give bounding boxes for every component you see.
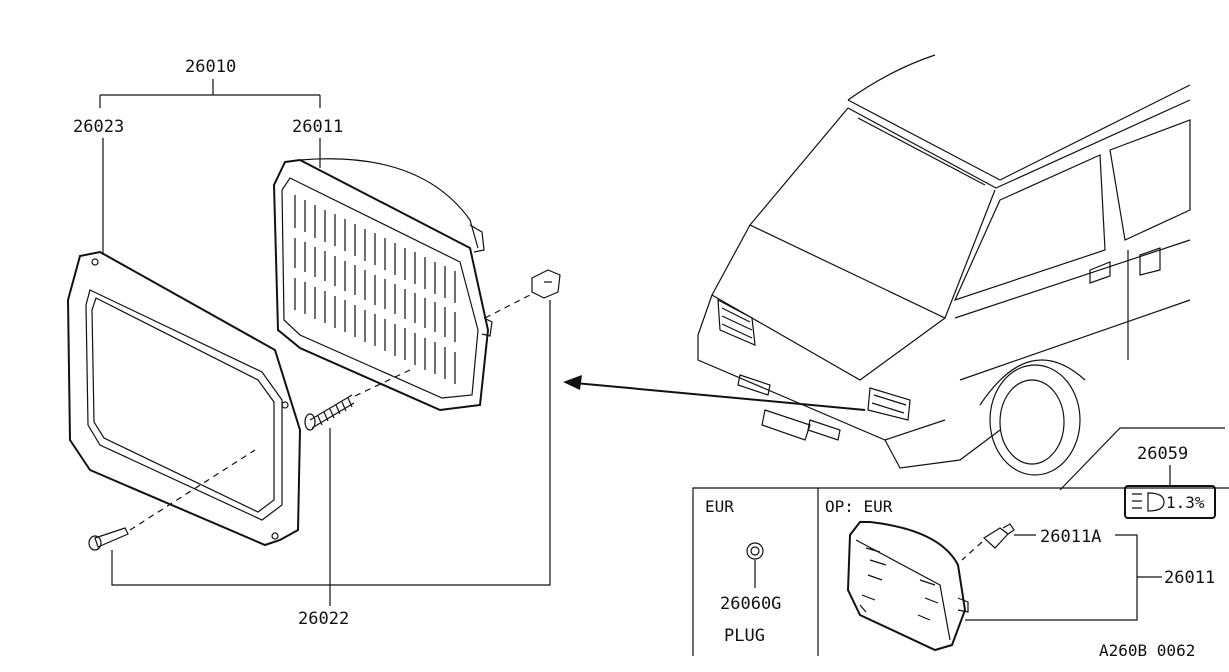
bulb-badge-part-number[interactable]: 26059 (1137, 444, 1188, 464)
headlamp-rim[interactable] (66, 250, 302, 547)
vehicle-callout-line (1059, 427, 1225, 491)
retaining-clip[interactable] (531, 269, 561, 299)
fastener-bracket-line (111, 300, 551, 586)
adjusting-screw-spring[interactable] (304, 394, 355, 431)
location-arrow (563, 375, 866, 411)
drawing-reference: A260B 0062 (1099, 641, 1195, 660)
bulb-badge[interactable] (1124, 485, 1216, 519)
assembly-part-number[interactable]: 26010 (185, 57, 236, 77)
op-eur-box-title: OP: EUR (825, 497, 893, 516)
mounting-screw[interactable] (88, 527, 129, 551)
mounting-screw-guide-line (129, 449, 256, 531)
clip-guide-line (484, 294, 531, 319)
assembly-bracket (99, 79, 321, 108)
fog-bulb[interactable] (983, 523, 1015, 549)
fog-bulb-guide-line (961, 541, 983, 561)
eur-box: EUR 26060G PLUG (705, 497, 781, 646)
options-frame (692, 487, 1229, 656)
op-eur-box: OP: EUR 26011A 26011 (825, 497, 1215, 652)
fog-assembly-bracket (965, 534, 1162, 621)
lamp-unit-part-number[interactable]: 26011 (292, 117, 343, 137)
plug-label: PLUG (724, 626, 765, 646)
vehicle-illustration (697, 54, 1191, 476)
fog-assembly-part-number[interactable]: 26011 (1164, 568, 1215, 588)
fog-bulb-part-number[interactable]: 26011A (1040, 527, 1101, 547)
headlamp-exploded-view: 26010 26023 26011 (66, 57, 561, 629)
fog-lamp[interactable] (846, 521, 969, 652)
eur-box-title: EUR (705, 497, 734, 516)
plug-icon[interactable] (746, 542, 764, 560)
bulb-badge-text: 1.3% (1166, 493, 1205, 512)
plug-part-number[interactable]: 26060G (720, 594, 781, 614)
headlamp-leveling-icon (1132, 492, 1165, 512)
headlamp-lamp-unit[interactable] (272, 158, 493, 412)
adjust-screw-part-number[interactable]: 26022 (298, 609, 349, 629)
rim-part-number[interactable]: 26023 (73, 117, 124, 137)
bulb-badge-group: 26059 1.3% (1124, 444, 1216, 519)
